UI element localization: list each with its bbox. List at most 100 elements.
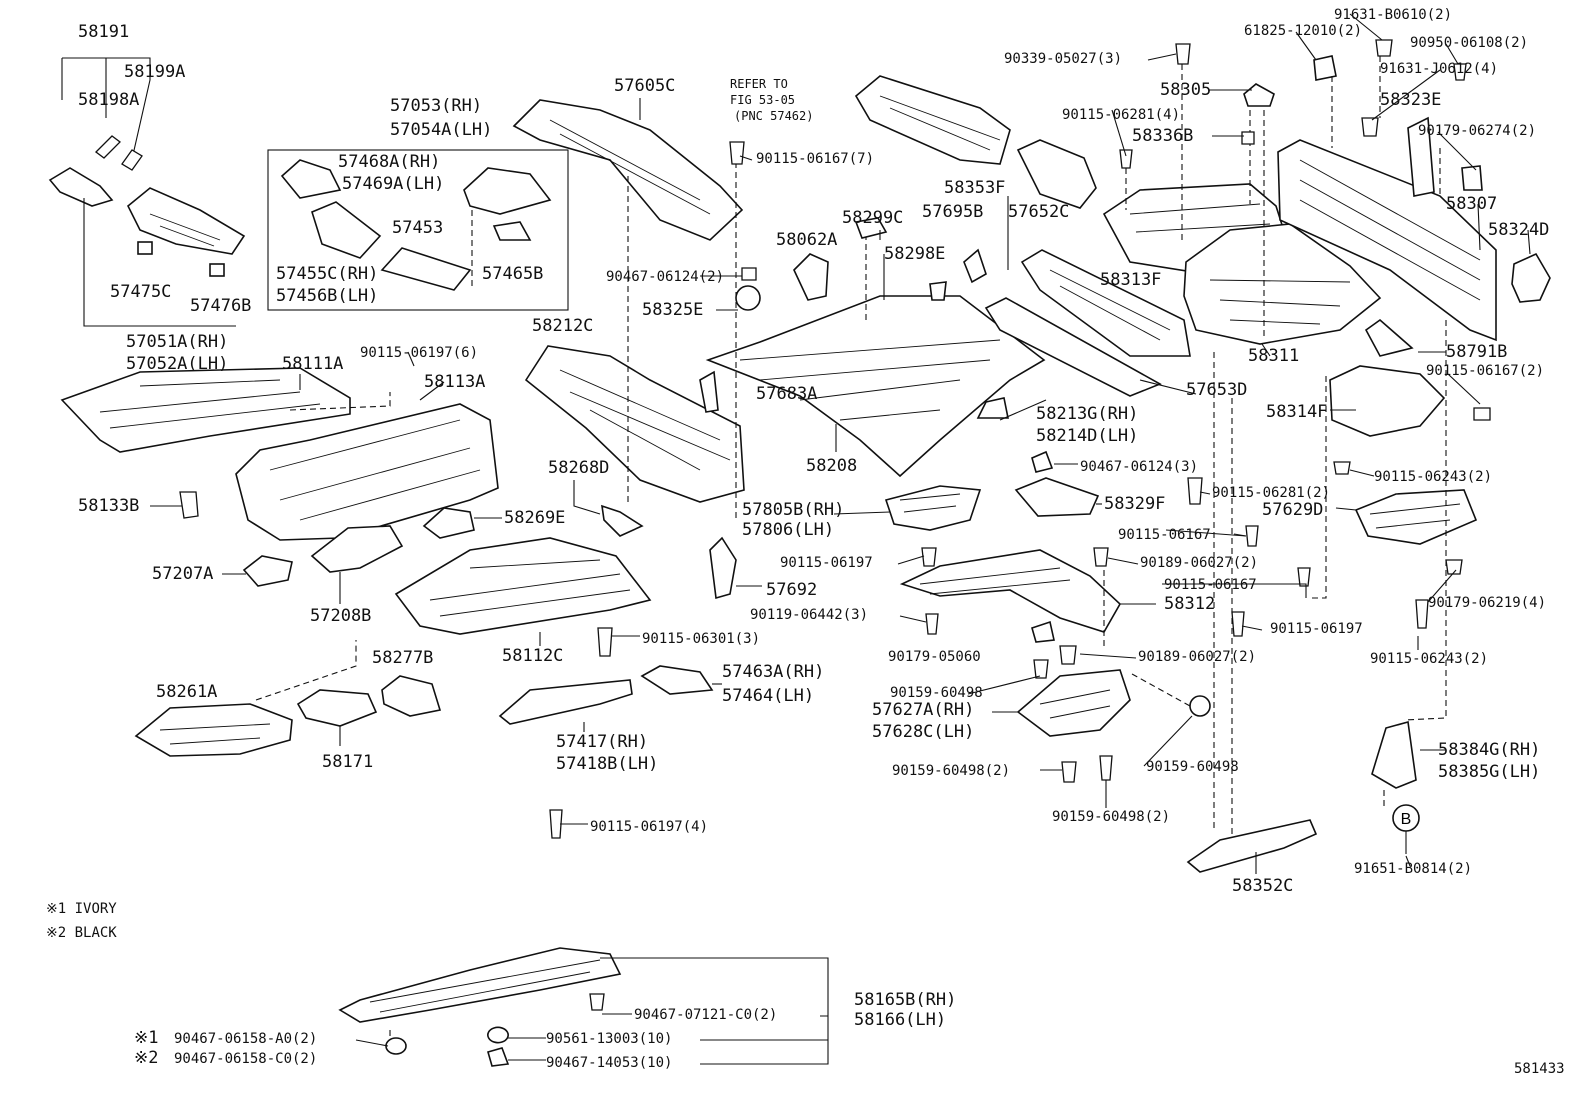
part-58112C <box>394 480 652 646</box>
part-label: 58214D(LH) <box>1036 426 1139 446</box>
part-label: 57695B <box>922 202 984 222</box>
part-label: 58313F <box>1100 270 1162 290</box>
part-label: 57806(LH) <box>742 520 835 540</box>
part-58307 <box>1277 39 1551 806</box>
part-label: 90159-60498 <box>1146 759 1239 775</box>
part-label: 57653D <box>1186 380 1248 400</box>
part-label: 57464(LH) <box>722 686 815 706</box>
part-label: 58305 <box>1160 80 1212 100</box>
part-label: 90115-06197(4) <box>590 819 709 835</box>
part-label: 57692 <box>766 580 818 600</box>
part-label: 58268D <box>548 458 610 478</box>
part-label: 58385G(LH) <box>1438 762 1541 782</box>
part-label: 58269E <box>504 508 566 528</box>
part-label: 58353F <box>944 178 1006 198</box>
part-label: 57453 <box>392 218 444 238</box>
part-label: 58307 <box>1446 194 1498 214</box>
part-label: ※2 BLACK <box>46 925 117 941</box>
part-label: 90179-06219(4) <box>1428 595 1547 611</box>
part-label: 58791B <box>1446 342 1508 362</box>
part-label: 90115-06197(6) <box>360 345 479 361</box>
part-label: 61825-12010(2) <box>1244 23 1363 39</box>
part-label: 90189-06027(2) <box>1140 555 1259 571</box>
part-label: 90115-06243(2) <box>1370 651 1489 667</box>
part-label: 58312 <box>1164 594 1216 614</box>
part-58191-group <box>48 57 246 327</box>
part-label: 58198A <box>78 90 140 110</box>
part-label: 57455C(RH) <box>276 264 379 284</box>
part-58212C <box>524 345 745 503</box>
part-label: 90179-06274(2) <box>1418 123 1537 139</box>
part-58312 <box>899 352 1311 860</box>
part-label: 57652C <box>1008 202 1070 222</box>
box-57053-group <box>267 149 569 311</box>
part-label: 58212C <box>532 316 594 336</box>
part-58111A <box>60 367 351 453</box>
part-small-brackets-left <box>222 507 502 604</box>
part-label: 90189-06027(2) <box>1138 649 1257 665</box>
part-label: 90119-06442(3) <box>750 607 869 623</box>
part-label: 91651-B0814(2) <box>1354 861 1473 877</box>
part-label: 90115-06167(7) <box>756 151 875 167</box>
part-58305 <box>854 75 1191 517</box>
part-label: 90339-05027(3) <box>1004 51 1123 67</box>
part-label: 58298E <box>884 244 946 264</box>
part-label: 58199A <box>124 62 186 82</box>
part-label: 58324D <box>1488 220 1550 240</box>
part-label: 57468A(RH) <box>338 152 441 172</box>
part-label: 57054A(LH) <box>390 120 493 140</box>
part-label: (PNC 57462) <box>734 109 814 123</box>
part-label: ※1 IVORY <box>46 901 117 917</box>
part-label: 90115-06281(2) <box>1212 485 1331 501</box>
part-label: REFER TO <box>730 77 788 91</box>
part-label: 90115-06243(2) <box>1374 469 1493 485</box>
part-label: 57476B <box>190 296 252 316</box>
part-label: 57418B(LH) <box>556 754 659 774</box>
part-label: 57683A <box>756 384 818 404</box>
part-label: 57628C(LH) <box>872 722 975 742</box>
part-label: 57456B(LH) <box>276 286 379 306</box>
part-label: 58133B <box>78 496 140 516</box>
part-label: 90159-60498(2) <box>892 763 1011 779</box>
part-label: 57475C <box>110 282 172 302</box>
part-label: 90467-06158-C0(2) <box>174 1051 318 1067</box>
part-label: 90467-06124(2) <box>606 269 725 285</box>
part-label: 90115-06167(2) <box>1426 363 1545 379</box>
part-label: 57051A(RH) <box>126 332 229 352</box>
part-label: 581433 <box>1514 1061 1565 1077</box>
callout-b: B <box>1392 804 1420 854</box>
part-label: ※1 <box>134 1028 159 1048</box>
part-label: 57053(RH) <box>390 96 483 116</box>
part-label: 57207A <box>152 564 214 584</box>
part-label: 91631-B0610(2) <box>1334 7 1453 23</box>
part-label: 58112C <box>502 646 564 666</box>
part-label: 58311 <box>1248 346 1300 366</box>
part-label: 90159-60498(2) <box>1052 809 1171 825</box>
part-label: 58277B <box>372 648 434 668</box>
part-58208 <box>699 141 1046 600</box>
part-label: 58213G(RH) <box>1036 404 1139 424</box>
part-label: 90467-06124(3) <box>1080 459 1199 475</box>
part-label: 90159-60498 <box>890 685 983 701</box>
part-label: 57208B <box>310 606 372 626</box>
part-label: 90115-06167 <box>1164 577 1257 593</box>
part-label: 57463A(RH) <box>722 662 825 682</box>
part-label: 90115-06281(4) <box>1062 107 1181 123</box>
part-label: 57469A(LH) <box>342 174 445 194</box>
part-label: FIG 53-05 <box>730 93 796 107</box>
part-58113A <box>150 392 499 541</box>
part-label: 58166(LH) <box>854 1010 947 1030</box>
leader-lines <box>299 13 1531 867</box>
part-label: 58325E <box>642 300 704 320</box>
part-label: 58329F <box>1104 494 1166 514</box>
part-label: 58113A <box>424 372 486 392</box>
part-label: 91631-J0612(4) <box>1380 61 1499 77</box>
part-label: 57605C <box>614 76 676 96</box>
part-label: 58062A <box>776 230 838 250</box>
part-57417 <box>498 627 722 839</box>
part-label: 90467-06158-A0(2) <box>174 1031 318 1047</box>
part-label: 58191 <box>78 22 130 42</box>
part-label: 57052A(LH) <box>126 354 229 374</box>
part-label: 58261A <box>156 682 218 702</box>
